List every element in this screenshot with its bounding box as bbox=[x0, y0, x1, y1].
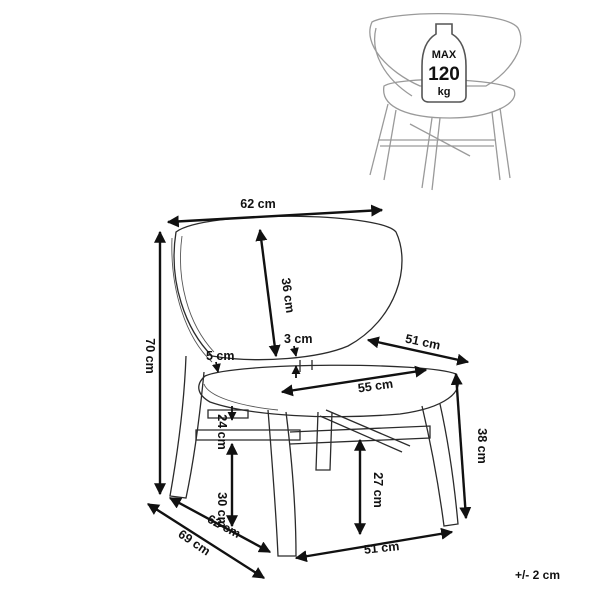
label-seat-thickness: 24 cm bbox=[215, 414, 229, 449]
max-value: 120 bbox=[428, 64, 460, 85]
thumbnail-chair: MAX 120 kg bbox=[369, 12, 522, 191]
dim-backrest-gap bbox=[289, 345, 299, 357]
dim-overall-width bbox=[166, 204, 384, 228]
dim-seat-width bbox=[280, 365, 428, 397]
dim-overall-depth bbox=[146, 502, 266, 580]
dim-backrest-height bbox=[255, 228, 281, 358]
label-stretcher-rear: 27 cm bbox=[371, 472, 385, 507]
max-unit: kg bbox=[438, 86, 451, 98]
front-leg-left bbox=[267, 409, 297, 557]
dim-base-width bbox=[294, 527, 454, 563]
label-overall-width: 62 cm bbox=[240, 197, 275, 211]
dimension-labels: 62 cm 36 cm 3 cm 5 cm 51 cm 55 cm 70 cm … bbox=[143, 197, 489, 558]
label-seat-width: 55 cm bbox=[357, 377, 394, 396]
dim-seat-offset bbox=[211, 361, 221, 373]
label-base-width: 51 cm bbox=[363, 539, 400, 557]
rear-leg-left bbox=[169, 355, 205, 499]
dim-front-height bbox=[450, 372, 472, 520]
dim-seat-depth-top bbox=[366, 336, 470, 366]
front-leg-right bbox=[421, 403, 459, 527]
label-front-height: 38 cm bbox=[475, 428, 489, 463]
label-backrest-gap: 3 cm bbox=[284, 332, 313, 346]
label-overall-height: 70 cm bbox=[143, 338, 157, 373]
tolerance-note: +/- 2 cm bbox=[514, 568, 560, 582]
label-stretcher-side: 30 cm bbox=[215, 492, 229, 527]
dimension-lines bbox=[146, 204, 472, 580]
weight-icon bbox=[421, 23, 467, 103]
label-seat-offset: 5 cm bbox=[206, 349, 235, 363]
max-label: MAX bbox=[432, 49, 457, 61]
label-backrest-height: 36 cm bbox=[279, 277, 298, 314]
seat bbox=[198, 364, 459, 418]
label-overall-depth: 69 cm bbox=[176, 527, 213, 558]
stretcher bbox=[195, 429, 301, 441]
